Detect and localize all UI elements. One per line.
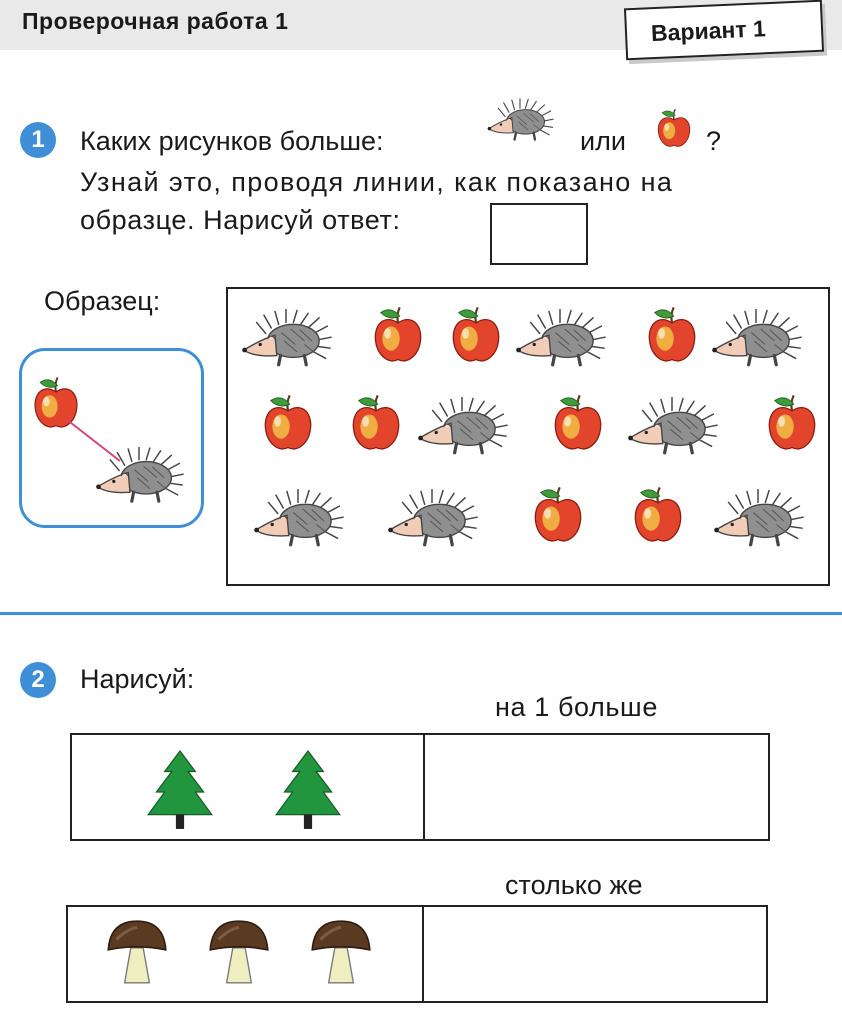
hedgehog-icon xyxy=(252,489,344,549)
apple-icon xyxy=(372,305,424,367)
hedgehog-icon xyxy=(486,98,554,143)
hedgehog-icon xyxy=(386,489,478,549)
hedgehog-icon xyxy=(240,309,332,369)
task1-number-badge: 1 xyxy=(20,122,56,158)
hedgehog-icon xyxy=(416,397,508,457)
row2-answer-cell[interactable] xyxy=(424,907,766,1001)
row1-answer-cell[interactable] xyxy=(425,735,768,839)
task2-number-badge: 2 xyxy=(20,662,56,698)
task1-instruction-line: Узнай это, проводя линии, как показано н… xyxy=(80,167,674,197)
task1-question-text: Каких рисунков больше: xyxy=(80,126,384,156)
apple-icon xyxy=(656,108,692,150)
task1-instruction-line: образце. Нарисуй ответ: xyxy=(80,205,401,235)
row2-label: столько же xyxy=(505,870,643,900)
page-title: Проверочная работа 1 xyxy=(22,8,289,34)
apple-icon xyxy=(552,393,604,455)
mushroom-icon xyxy=(310,917,372,989)
tree-icon xyxy=(144,749,216,831)
hedgehog-icon xyxy=(514,309,606,369)
apple-icon xyxy=(632,485,684,547)
apple-icon xyxy=(766,393,818,455)
mushroom-icon xyxy=(208,917,270,989)
task1-number: 1 xyxy=(31,126,45,153)
section-divider xyxy=(0,612,842,615)
row1-table xyxy=(70,733,770,841)
task1-question-mark: ? xyxy=(706,126,722,156)
task2-instruction: Нарисуй: xyxy=(80,664,195,694)
hedgehog-icon xyxy=(712,489,804,549)
picture-grid xyxy=(226,287,830,586)
task2-number: 2 xyxy=(31,666,45,693)
variant-badge: Вариант 1 xyxy=(623,0,825,61)
answer-box[interactable] xyxy=(490,203,588,265)
apple-icon xyxy=(262,393,314,455)
mushroom-icon xyxy=(106,917,168,989)
row2-cell-divider xyxy=(422,907,424,1001)
apple-icon xyxy=(646,305,698,367)
variant-label: Вариант 1 xyxy=(650,15,767,47)
apple-icon xyxy=(350,393,402,455)
row1-label: на 1 больше xyxy=(495,692,658,722)
hedgehog-icon xyxy=(626,397,718,457)
hedgehog-icon xyxy=(94,447,184,505)
tree-icon xyxy=(272,749,344,831)
apple-icon xyxy=(450,305,502,367)
sample-label: Образец: xyxy=(44,286,161,316)
hedgehog-icon xyxy=(710,309,802,369)
row2-table xyxy=(66,905,768,1003)
connecting-line xyxy=(65,418,121,462)
apple-icon xyxy=(532,485,584,547)
task1-or-text: или xyxy=(580,126,626,156)
sample-frame xyxy=(19,348,204,528)
row1-cell-divider xyxy=(423,735,425,839)
